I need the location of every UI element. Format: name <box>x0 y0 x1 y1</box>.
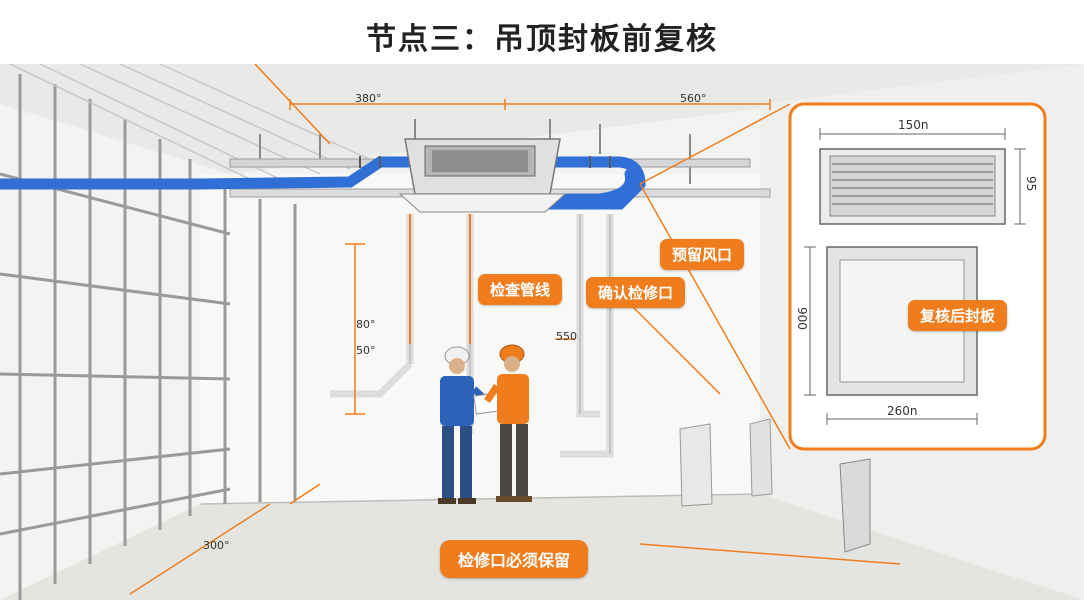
ceiling-scene: 380° 560° 80° 50° 550 300° 150n 95 900 2… <box>0 63 1084 600</box>
dim-wall-upper: 80° <box>356 318 376 331</box>
callout-keep-access: 检修口必须保留 <box>440 540 589 578</box>
callout-recheck-board: 复核后封板 <box>908 300 1008 331</box>
callout-confirm-access: 确认检修口 <box>586 277 686 308</box>
scene-illustration <box>0 63 1084 600</box>
callout-reserve-vent: 预留风口 <box>660 239 745 270</box>
inset-dim-access-width: 260n <box>887 404 918 418</box>
inset-dim-vent-width: 150n <box>898 118 929 132</box>
back-wall <box>200 174 760 504</box>
stud-frame <box>0 74 297 600</box>
inset-dim-access-height: 900 <box>795 307 809 330</box>
page-title: 节点三：吊顶封板前复核 <box>366 22 718 57</box>
ac-unit <box>398 138 567 213</box>
worker-orange-vest <box>484 344 532 502</box>
inset-dim-vent-height: 95 <box>1024 176 1038 192</box>
dim-ceiling-left: 380° <box>355 92 382 105</box>
dim-pipe-mark: 550 <box>556 330 577 343</box>
callout-check-pipes: 检查管线 <box>478 274 563 305</box>
dim-floor: 300° <box>203 539 230 552</box>
inset-detail <box>788 102 1047 451</box>
dimension-lines <box>129 63 771 595</box>
dim-wall-lower: 50° <box>356 344 376 357</box>
dim-ceiling-right: 560° <box>680 92 707 105</box>
